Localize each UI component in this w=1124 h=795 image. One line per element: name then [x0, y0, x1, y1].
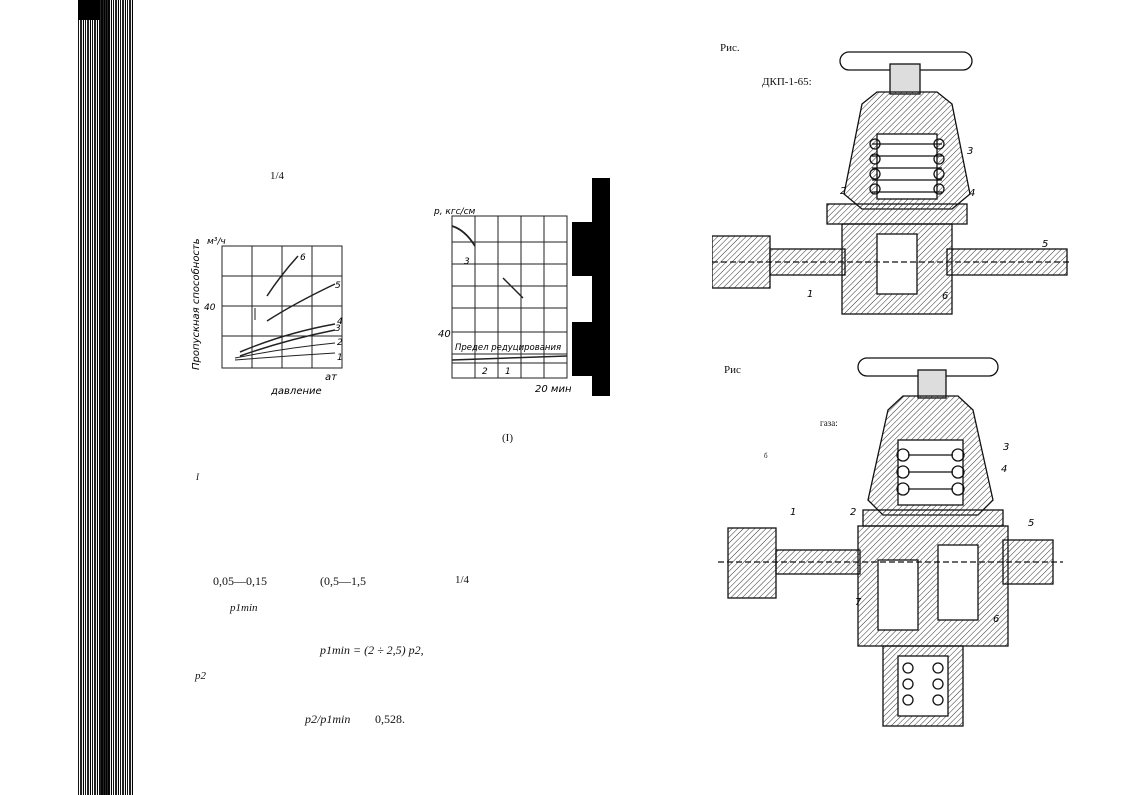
model-label: ДКП-1-65: [762, 76, 812, 88]
callout-7-bottom: 7 [855, 597, 862, 608]
y-unit-label-right: p, кгс/см [433, 207, 476, 217]
callout-2-bottom: 2 [850, 507, 856, 518]
callout-1-top: 1 [807, 289, 813, 300]
scan-blot [572, 322, 592, 376]
limit-annotation: Предел редуцирования [455, 343, 561, 353]
p1min-label: p1min [230, 602, 258, 614]
callout-6-bottom: 6 [993, 614, 999, 625]
callout-4-bottom: 4 [1001, 464, 1007, 475]
regulator-drawing-bottom: 3 4 2 1 5 7 6 [718, 357, 1063, 727]
callout-1-bottom: 1 [790, 507, 796, 518]
x-axis-label: давление [270, 386, 322, 397]
curve-label-1: 1 [337, 353, 343, 363]
pressure-chart: p, кгс/см 40 3 Предел редуцирования 2 1 … [433, 207, 572, 395]
throughput-chart: м³/ч 40 6 5 4 3 2 1 ат давление Пропускн… [190, 237, 343, 397]
p2-label: p2 [195, 670, 206, 682]
x-unit-label-right: 20 мин [535, 384, 572, 395]
callout-2-top: 2 [840, 186, 846, 197]
callout-5-bottom: 5 [1028, 518, 1034, 529]
curve-label-6: 6 [300, 253, 306, 263]
fraction-mid: 1/4 [455, 574, 470, 586]
b-label: б [764, 452, 768, 460]
marker-i: I [196, 472, 199, 482]
y-tick-40-right: 40 [438, 329, 451, 340]
ratio-formula: p2/p1min [305, 712, 351, 726]
curve-label-1-right: 1 [505, 367, 511, 377]
curve-label-2-right: 2 [482, 367, 488, 377]
callout-4-top: 4 [969, 188, 975, 199]
callout-6-top: 6 [942, 291, 948, 302]
range-text-2: (0,5—1,5 [320, 574, 366, 588]
x-unit-label: ат [325, 372, 338, 383]
binding-corner [78, 0, 100, 20]
scan-blot [572, 222, 592, 276]
curve-label-2: 2 [337, 338, 343, 348]
y-unit-label: м³/ч [207, 237, 226, 247]
curve-label-4: 4 [337, 317, 343, 327]
binding-shadow [100, 0, 110, 795]
formula: p1min = (2 ÷ 2,5) p2, [320, 643, 424, 657]
callout-3-top: 3 [967, 146, 973, 157]
fig-top-label: Рис. [720, 42, 740, 54]
fraction-top: 1/4 [270, 170, 285, 182]
gas-label: газа: [820, 418, 838, 428]
curve-label-3: 3 [335, 324, 341, 334]
curve-label-5: 5 [335, 281, 341, 291]
range-text-1: 0,05—0,15 [213, 574, 267, 588]
curve-label-3-right: 3 [464, 257, 470, 267]
callout-3-bottom: 3 [1003, 442, 1009, 453]
fig-bottom-label: Рис [724, 364, 741, 376]
y-axis-label: Пропускная способность [190, 238, 202, 370]
y-tick-40: 40 [204, 303, 216, 313]
callout-5-top: 5 [1042, 239, 1048, 250]
figure-label: (I) [502, 432, 513, 444]
scan-blot [592, 178, 610, 396]
ratio-value: 0,528. [375, 712, 405, 726]
regulator-drawing-top: 3 2 4 5 1 6 [712, 51, 1072, 315]
